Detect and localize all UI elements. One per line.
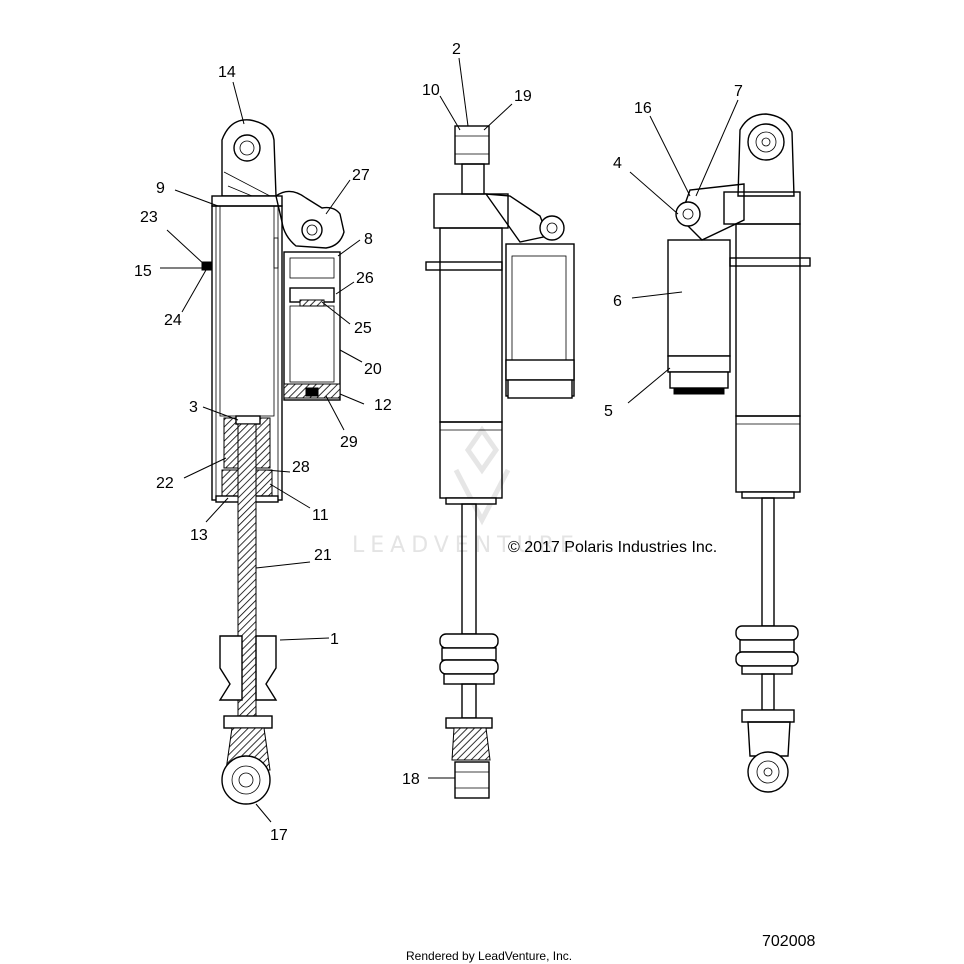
callout-3: 3 [189,399,198,416]
callout-24: 24 [164,312,182,329]
rendered-by-text: Rendered by LeadVenture, Inc. [406,949,572,963]
callout-17: 17 [270,827,288,844]
callout-13: 13 [190,527,208,544]
callout-5: 5 [604,403,613,420]
callout-23: 23 [140,209,158,226]
callout-27: 27 [352,167,370,184]
callout-labels: 1 2 3 4 5 6 7 8 9 10 11 12 13 14 15 16 1… [134,41,743,844]
callout-26: 26 [356,270,374,287]
callout-20: 20 [364,361,382,378]
callout-16: 16 [634,100,652,117]
callout-1: 1 [330,631,339,648]
callout-8: 8 [364,231,373,248]
callout-15: 15 [134,263,152,280]
callout-11: 11 [312,507,329,524]
callout-21: 21 [314,547,332,564]
callout-18: 18 [402,771,420,788]
callout-22: 22 [156,475,174,492]
leader-lines [160,57,739,823]
watermark-logo-icon [453,425,511,526]
watermark-text: LEADVENTURE [352,533,580,558]
callout-25: 25 [354,320,372,337]
diagram-id: 702008 [762,933,815,950]
callout-29: 29 [340,434,358,451]
copyright-text: © 2017 Polaris Industries Inc. [508,539,717,556]
callout-12: 12 [374,397,392,414]
callout-6: 6 [613,293,622,310]
shock-cross-section [201,119,345,805]
callout-7: 7 [734,83,743,100]
shock-front-view [425,125,575,799]
callout-4: 4 [613,155,622,172]
callout-19: 19 [514,88,532,105]
callout-14: 14 [218,64,236,81]
callout-10: 10 [422,82,440,99]
callout-28: 28 [292,459,310,476]
callout-2: 2 [452,41,461,58]
shock-side-view [667,113,811,793]
callout-9: 9 [156,180,165,197]
